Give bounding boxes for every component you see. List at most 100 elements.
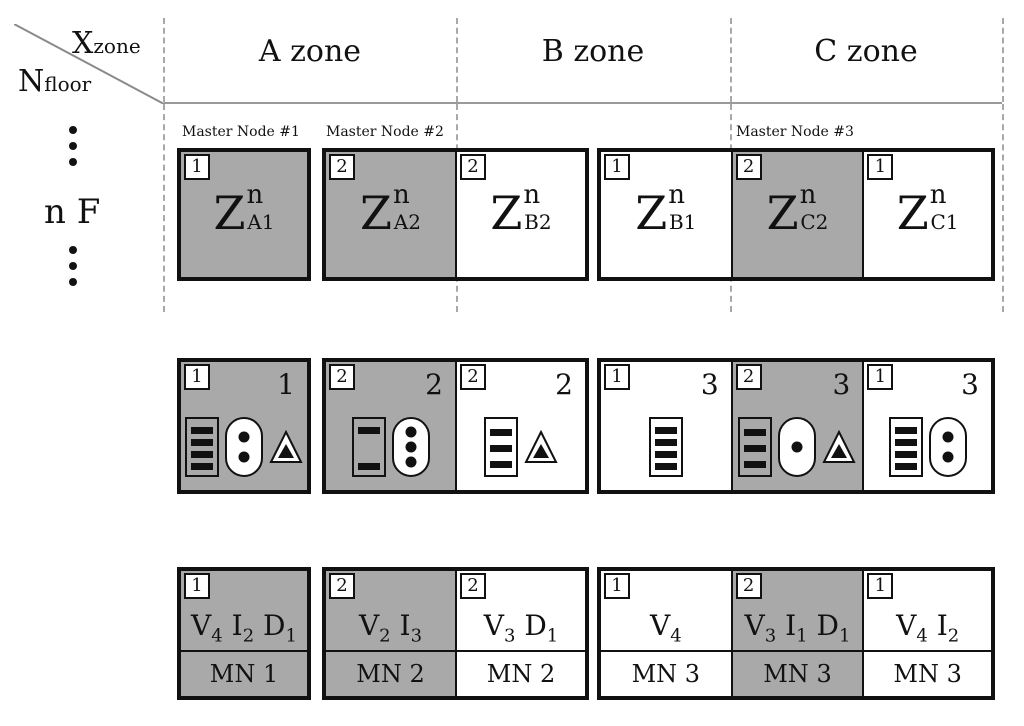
device-count: 2 — [555, 368, 573, 401]
formula-term: D — [263, 609, 286, 642]
rack-bar — [744, 445, 767, 452]
device-count: 1 — [277, 368, 295, 401]
zone-separator-3 — [730, 18, 732, 102]
pill-icon — [225, 417, 263, 477]
rack-bar — [357, 427, 380, 434]
rack-bar — [894, 439, 917, 446]
triangle-icon — [822, 430, 857, 463]
corner-n-text: N — [18, 64, 45, 99]
device-count: 3 — [700, 368, 719, 401]
zone-header-a: A zone — [258, 34, 362, 69]
zone-separator-1 — [163, 18, 165, 102]
formula-term: V — [483, 609, 504, 642]
rack-bar — [894, 463, 917, 470]
cell-badge: 2 — [460, 573, 486, 599]
rack-bar — [654, 451, 677, 458]
device-formula: V4 — [601, 609, 731, 647]
pill-frame — [225, 417, 263, 477]
cell-badge: 1 — [184, 154, 210, 180]
rack-bar — [490, 445, 512, 452]
corner-x-label: Xzone — [72, 26, 141, 61]
zone-symbol-sup: n — [393, 180, 410, 210]
rack-icon — [185, 417, 219, 477]
formula-subscript: 1 — [796, 625, 808, 647]
formula-term: I — [936, 609, 948, 642]
cell-badge: 1 — [867, 573, 894, 599]
rack-bar — [894, 427, 917, 434]
rack-bar — [654, 439, 677, 446]
device-icons — [601, 412, 731, 482]
pill-icon — [391, 417, 430, 477]
formula-term: V — [896, 609, 917, 642]
zone-separator-lower-4 — [1002, 104, 1004, 312]
master-node-tag: MN 2 — [457, 650, 585, 696]
zone-symbol-z: Z — [635, 186, 668, 240]
formula-subscript: 2 — [379, 625, 391, 647]
zone-header-c: C zone — [814, 34, 918, 69]
cell-badge: 1 — [184, 573, 210, 599]
zone-symbol-z: Z — [360, 186, 393, 240]
cell-badge: 2 — [460, 154, 486, 180]
formula-subscript: 4 — [211, 625, 223, 647]
zone-symbol-sub: A2 — [393, 210, 421, 234]
rack-frame — [648, 417, 683, 477]
formula-term: I — [399, 609, 411, 642]
formula-subscript: 2 — [947, 625, 960, 647]
zone-symbol: ZnB1 — [601, 180, 731, 240]
cell-badge: 2 — [329, 154, 355, 180]
ellipsis-top — [66, 126, 80, 174]
formula-term: V — [744, 609, 765, 642]
master-node-label-1: Master Node #1 — [182, 124, 300, 140]
device-icons — [457, 412, 585, 482]
zone-symbol-z: Z — [896, 186, 929, 240]
zone-symbol-sup: n — [668, 180, 685, 210]
device-formula: V3 D1 — [457, 609, 585, 647]
rack-bar — [744, 461, 767, 468]
rack-bar — [894, 451, 917, 458]
device-formula: V2 I3 — [326, 609, 455, 647]
formula-subscript: 1 — [285, 625, 297, 647]
formula-term: I — [785, 609, 797, 642]
rack-bar — [357, 463, 380, 470]
corner-x-text: X — [72, 26, 94, 61]
cell-badge: 1 — [184, 364, 210, 390]
device-icons — [181, 412, 307, 482]
formula-term: V — [649, 609, 671, 642]
cell-badge: 2 — [735, 573, 762, 599]
rack-bar — [744, 429, 767, 436]
triangle-inner — [278, 444, 294, 458]
header-divider — [164, 102, 1002, 104]
floor-label: n F — [44, 192, 101, 232]
rack-frame — [888, 417, 923, 477]
pill-dot — [238, 431, 250, 443]
zone-symbol: ZnB2 — [457, 180, 585, 240]
rack-frame — [484, 417, 518, 477]
zone-symbol-sub: C1 — [930, 210, 959, 234]
cell-badge: 2 — [735, 364, 762, 390]
pill-dot — [405, 426, 416, 438]
zone-separator-2 — [456, 18, 458, 102]
zone-header-b: B zone — [541, 34, 645, 69]
pill-dot — [238, 451, 250, 463]
zone-symbol-sub: B2 — [524, 210, 552, 234]
corner-diagonal-line — [13, 23, 165, 105]
corner-x-sub: zone — [93, 34, 141, 58]
rack-bar — [654, 463, 677, 470]
pill-dot — [405, 441, 416, 453]
cell-badge: 2 — [735, 154, 762, 180]
rack-bar — [191, 427, 213, 434]
rack-icon — [648, 417, 683, 477]
